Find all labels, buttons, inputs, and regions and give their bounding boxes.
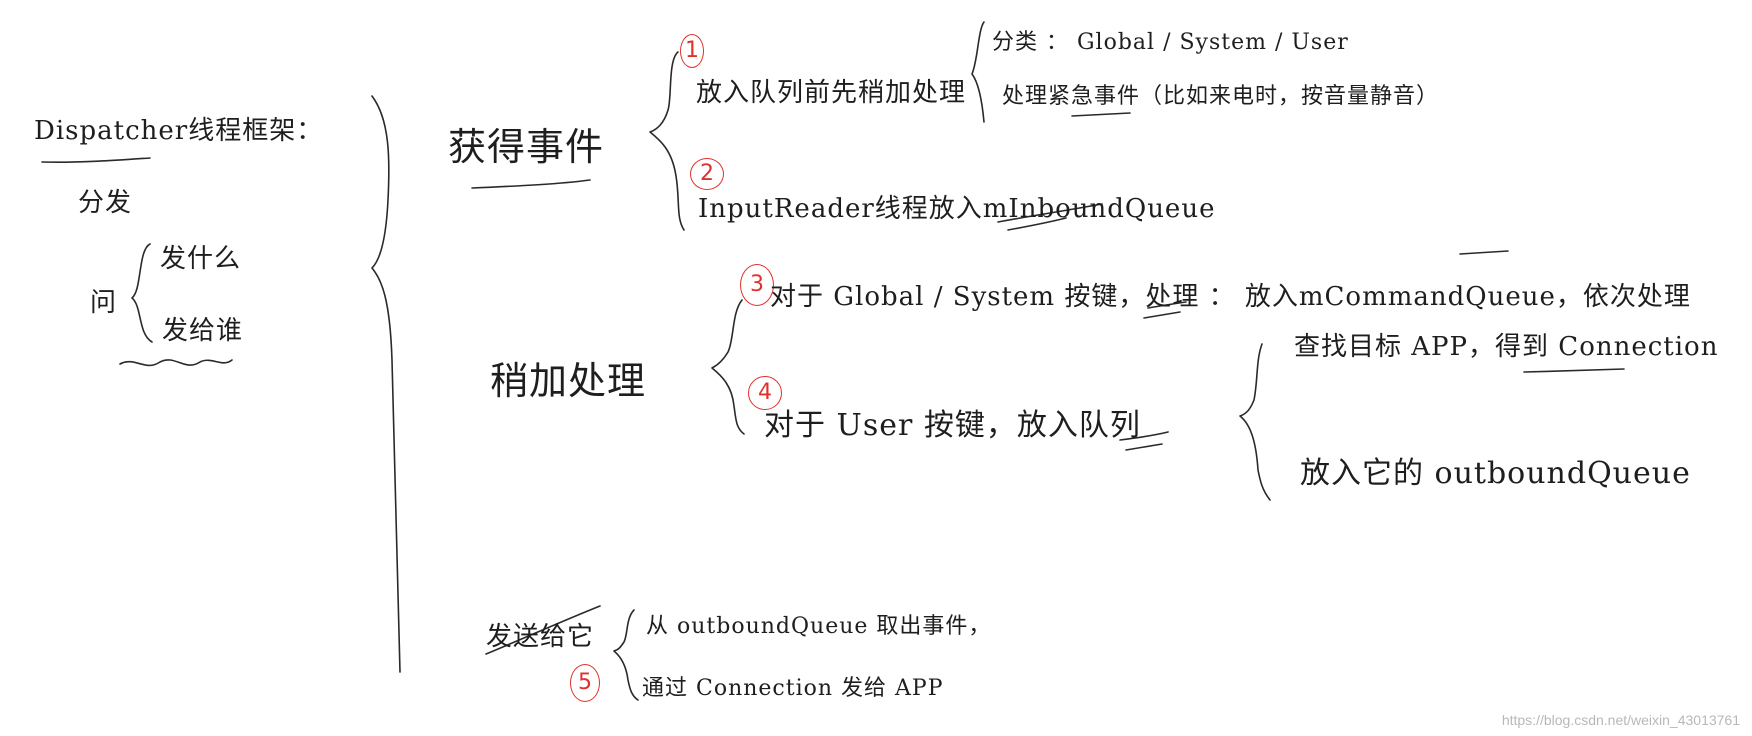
- dispatcher-underline: [41, 157, 151, 163]
- step-number-1: 1: [685, 38, 699, 63]
- main-brace: [371, 95, 401, 673]
- step-number-3: 3: [750, 272, 764, 297]
- step-circle-4: [748, 376, 782, 410]
- global-system-keys: 对于 Global / System 按键，处理 ： 放入mCommandQue…: [770, 282, 1691, 312]
- pre-queue-processing: 放入队列前先稍加处理: [696, 78, 967, 108]
- connection-underline: [1523, 368, 1625, 373]
- get-event-brace: [649, 51, 685, 231]
- final-brace: [613, 609, 639, 701]
- light-processing-heading: 稍加处理: [490, 359, 647, 403]
- process-brace: [711, 299, 745, 435]
- watermark-url: https://blog.csdn.net/weixin_43013761: [1501, 712, 1740, 728]
- user-keys-queue: 对于 User 按键，放入队列: [764, 408, 1141, 443]
- queue-underline-2: [1125, 443, 1163, 451]
- urgent-underline: [1071, 112, 1131, 117]
- put-outbound-queue: 放入它的 outboundQueue: [1300, 456, 1691, 491]
- send-via-connection: 通过 Connection 发给 APP: [642, 676, 944, 701]
- who-to-send: 发给谁: [162, 316, 244, 346]
- inputreader-inbound: InputReader线程放入mInboundQueue: [698, 194, 1216, 224]
- category-brace: [971, 21, 985, 123]
- dispatcher-title: Dispatcher线程框架：: [34, 116, 324, 146]
- get-event-underline: [471, 179, 591, 189]
- step-circle-2: [690, 158, 724, 190]
- step-circle-3: [740, 264, 774, 306]
- get-event-heading: 获得事件: [448, 125, 605, 169]
- who-wavy-underline: [119, 359, 233, 367]
- step-number-2: 2: [700, 161, 714, 186]
- what-to-send: 发什么: [160, 244, 242, 274]
- urgent-event-handling: 处理紧急事件（比如来电时，按音量静音）: [1002, 84, 1440, 109]
- take-from-outbound: 从 outboundQueue 取出事件，: [646, 614, 992, 639]
- step-number-5: 5: [578, 670, 592, 695]
- step-circle-1: [680, 34, 704, 68]
- step-circle-5: [570, 664, 600, 702]
- send-to-it-struck: 发送给它: [486, 622, 595, 652]
- sequential-underline: [1459, 250, 1509, 255]
- find-target-app: 查找目标 APP，得到 Connection: [1294, 332, 1719, 362]
- step-number-4: 4: [758, 380, 772, 405]
- question-brace: [131, 243, 153, 343]
- category-types: 分类 ： Global / System / User: [992, 30, 1349, 55]
- distribute-label: 分发: [78, 188, 133, 218]
- find-put-brace: [1239, 343, 1271, 501]
- question-label: 问: [90, 288, 118, 318]
